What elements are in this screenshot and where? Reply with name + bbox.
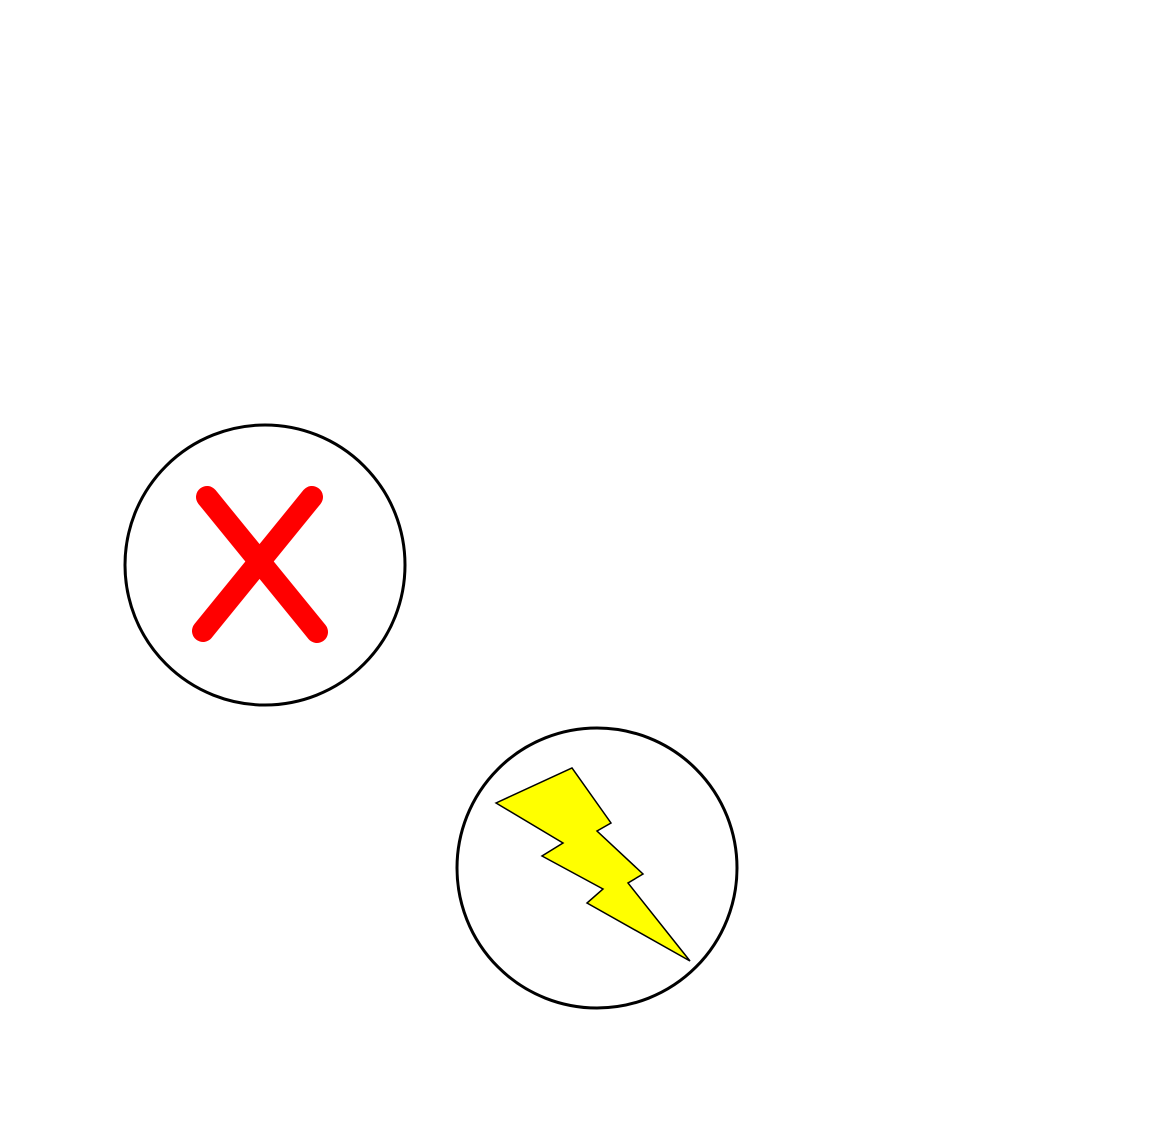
- close-x-icon: [192, 486, 328, 643]
- lightning-bolt-icon: [494, 767, 691, 962]
- lightning-button[interactable]: [455, 726, 739, 1010]
- close-button[interactable]: [123, 423, 407, 707]
- radial-menu-background: [22, 0, 1142, 1120]
